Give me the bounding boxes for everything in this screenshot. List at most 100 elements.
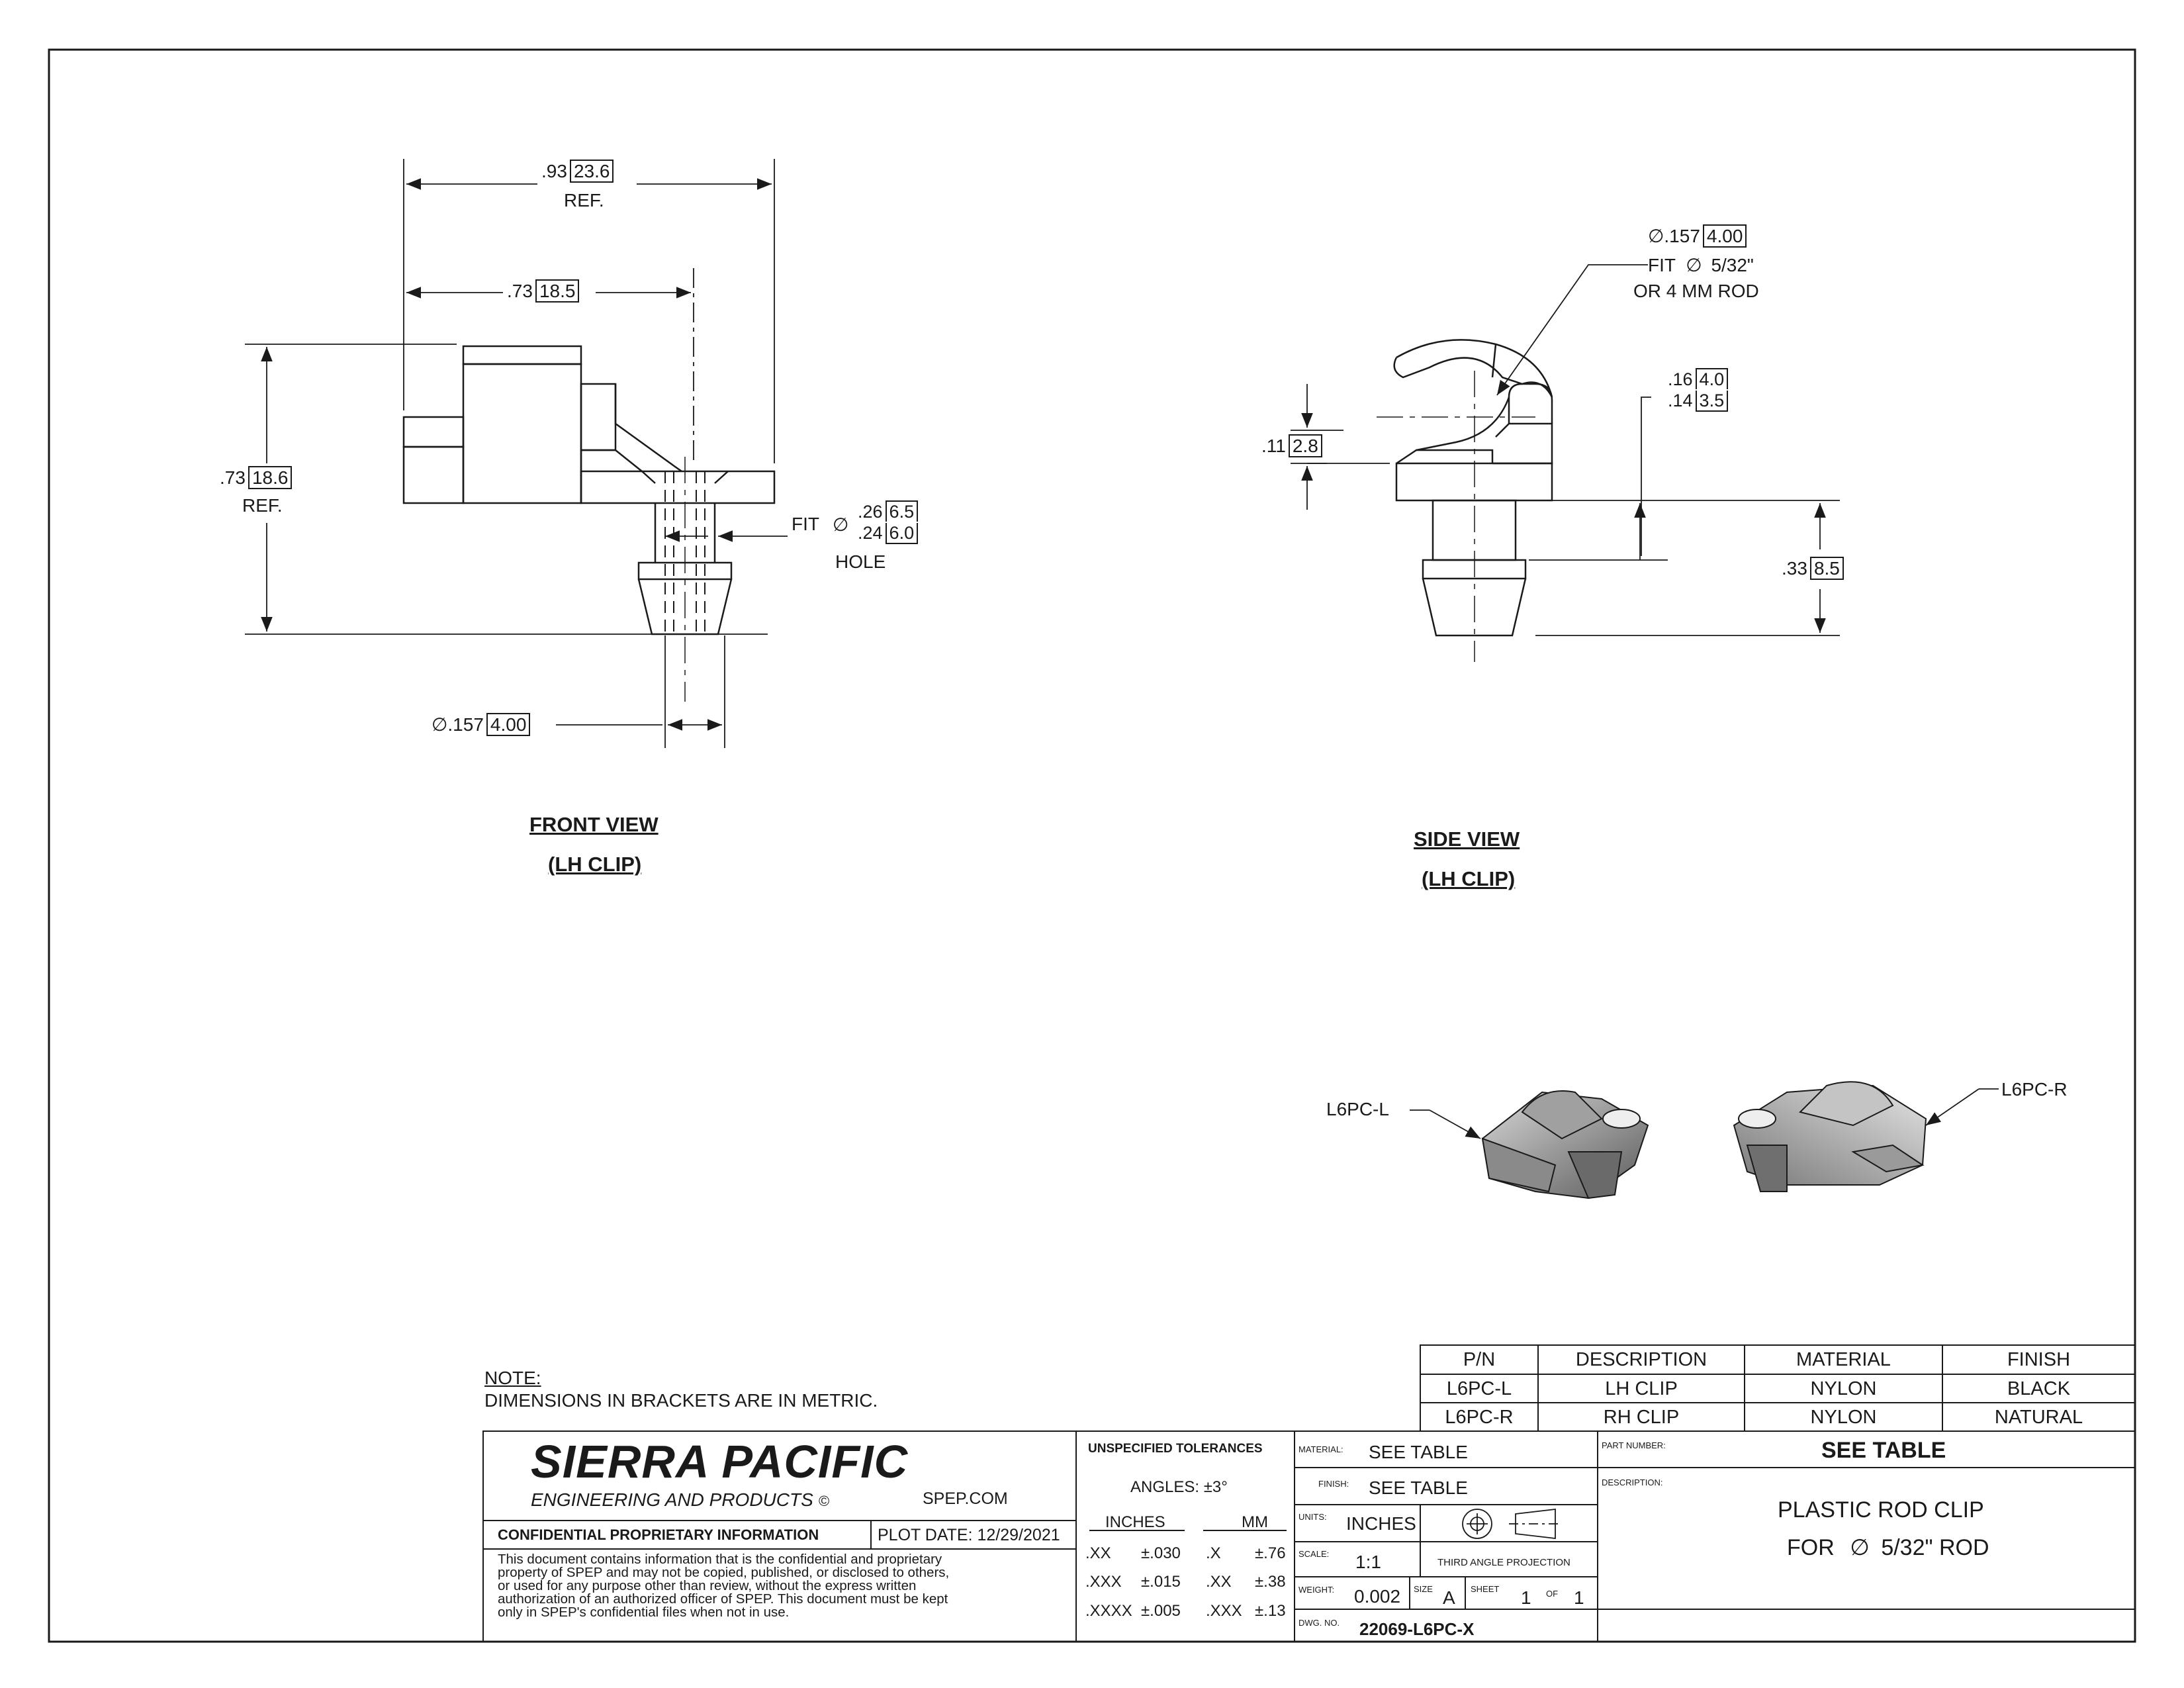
projection-symbol	[1462, 1508, 1562, 1540]
iso-right-part	[1733, 1081, 1927, 1192]
tolerances-title: UNSPECIFIED TOLERANCES	[1088, 1442, 1263, 1456]
tolerance-cell: ±.13	[1255, 1602, 1286, 1620]
front-overall-mm: 23.6	[569, 160, 614, 183]
company-subtitle-text: ENGINEERING AND PRODUCTS	[531, 1489, 813, 1510]
tolerance-cell: .XXX	[1206, 1602, 1242, 1620]
tolerances-inches-label: INCHES	[1105, 1513, 1165, 1531]
confidential-line: property of SPEP and may not be copied, …	[498, 1565, 950, 1580]
company-name: SIERRA PACIFIC	[531, 1436, 909, 1487]
side-thick-lo-mm: 3.5	[1695, 391, 1729, 412]
front-fit-lo-mm: 6.0	[885, 523, 919, 544]
sheet-value: 1	[1521, 1587, 1531, 1608]
front-width-in: .73	[507, 281, 533, 301]
tolerance-cell: ±.005	[1141, 1602, 1181, 1620]
tolerance-cell: ±.030	[1141, 1544, 1181, 1562]
side-thick-lo-in: .14	[1668, 391, 1693, 410]
of-value: 1	[1574, 1587, 1584, 1608]
front-fit-lo-in: .24	[858, 523, 883, 543]
tolerance-cell: .XXX	[1085, 1573, 1122, 1591]
parts-table-cell: L6PC-L	[1446, 1378, 1512, 1399]
sheet-label: SHEET	[1471, 1584, 1500, 1594]
plot-date: PLOT DATE: 12/29/2021	[878, 1526, 1060, 1544]
tolerance-cell: .XX	[1085, 1544, 1111, 1562]
side-view-drawing	[1377, 339, 1553, 662]
weight-label: WEIGHT:	[1298, 1585, 1335, 1595]
finish-value: SEE TABLE	[1369, 1477, 1468, 1498]
side-gap-in: .11	[1261, 436, 1286, 456]
tolerance-cell: ±.38	[1255, 1573, 1286, 1591]
confidential-line: only in SPEP's confidential files when n…	[498, 1605, 790, 1620]
size-value: A	[1443, 1587, 1455, 1608]
tolerances-mm-label: MM	[1242, 1513, 1268, 1531]
projection-label: THIRD ANGLE PROJECTION	[1437, 1557, 1570, 1568]
side-rod-fit-label: FIT	[1648, 255, 1676, 275]
finish-label: FINISH:	[1318, 1479, 1349, 1489]
iso-left-part	[1481, 1090, 1649, 1199]
tolerance-cell: ±.76	[1255, 1544, 1286, 1562]
side-thick-hi-in: .16	[1668, 369, 1693, 389]
iso-right-leader-arrow	[1925, 1088, 1979, 1126]
parts-table-cell: RH CLIP	[1603, 1407, 1680, 1428]
side-rod-in: .157	[1664, 226, 1700, 246]
scale-label: SCALE:	[1298, 1549, 1330, 1559]
parts-table-header: P/N	[1463, 1349, 1496, 1370]
front-fit-hi-mm: 6.5	[885, 500, 919, 522]
side-thick-hi-mm: 4.0	[1695, 368, 1729, 389]
weight-value: 0.002	[1354, 1586, 1401, 1607]
front-height-mm: 18.6	[248, 466, 293, 489]
units-value: INCHES	[1346, 1513, 1416, 1534]
description-line1: PLASTIC ROD CLIP	[1778, 1497, 1984, 1523]
side-stem-mm: 8.5	[1809, 557, 1844, 580]
note-text: DIMENSIONS IN BRACKETS ARE IN METRIC.	[484, 1390, 878, 1411]
side-stem-in: .33	[1782, 558, 1807, 579]
side-view-dimensions	[1291, 264, 1840, 636]
description-line2-suffix: 5/32" ROD	[1881, 1535, 1989, 1560]
iso-left-label: L6PC-L	[1326, 1099, 1389, 1119]
iso-left-leader-arrow	[1429, 1109, 1481, 1139]
tolerances-angles: ANGLES: ±3°	[1130, 1478, 1228, 1496]
front-view-dimensions	[245, 159, 788, 748]
description-line2-prefix: FOR	[1787, 1535, 1835, 1560]
front-height-in: .73	[220, 467, 246, 488]
company-website[interactable]: SPEP.COM	[923, 1489, 1008, 1508]
material-value: SEE TABLE	[1369, 1442, 1468, 1462]
confidential-line: or used for any purpose other than revie…	[498, 1578, 917, 1593]
units-label: UNITS:	[1298, 1512, 1327, 1522]
size-label: SIZE	[1414, 1584, 1433, 1594]
dwg-value: 22069-L6PC-X	[1359, 1619, 1475, 1639]
front-fit-label: FIT	[792, 514, 819, 534]
note-heading: NOTE:	[484, 1368, 541, 1388]
side-rod-fit-diameter-icon: ∅	[1686, 255, 1702, 275]
parts-table-cell: LH CLIP	[1605, 1378, 1678, 1399]
part-number-label: PART NUMBER:	[1602, 1440, 1666, 1450]
copyright-icon: ©	[818, 1493, 829, 1509]
company-subtitle: ENGINEERING AND PRODUCTS ©	[531, 1489, 829, 1511]
of-label: OF	[1546, 1589, 1559, 1599]
front-bore-diameter-icon: ∅	[432, 714, 448, 735]
front-overall-note: REF.	[564, 190, 604, 211]
front-fit-note: HOLE	[835, 551, 886, 572]
parts-table-cell: BLACK	[2007, 1378, 2071, 1399]
front-view-subtitle: (LH CLIP)	[548, 853, 642, 876]
description-label: DESCRIPTION:	[1602, 1477, 1663, 1487]
front-view-title: FRONT VIEW	[529, 813, 659, 836]
part-number-value: SEE TABLE	[1821, 1438, 1946, 1463]
dwg-label: DWG. NO.	[1298, 1618, 1340, 1628]
description-diameter-icon: ∅	[1850, 1535, 1870, 1560]
front-overall-in: .93	[541, 161, 567, 181]
tolerance-cell: .X	[1206, 1544, 1221, 1562]
scale-value: 1:1	[1355, 1552, 1381, 1572]
tolerance-cell: ±.015	[1141, 1573, 1181, 1591]
side-view-title: SIDE VIEW	[1414, 827, 1520, 851]
material-label: MATERIAL:	[1298, 1444, 1343, 1454]
front-width-mm: 18.5	[535, 279, 580, 303]
side-rod-fit-size: 5/32"	[1711, 255, 1754, 275]
